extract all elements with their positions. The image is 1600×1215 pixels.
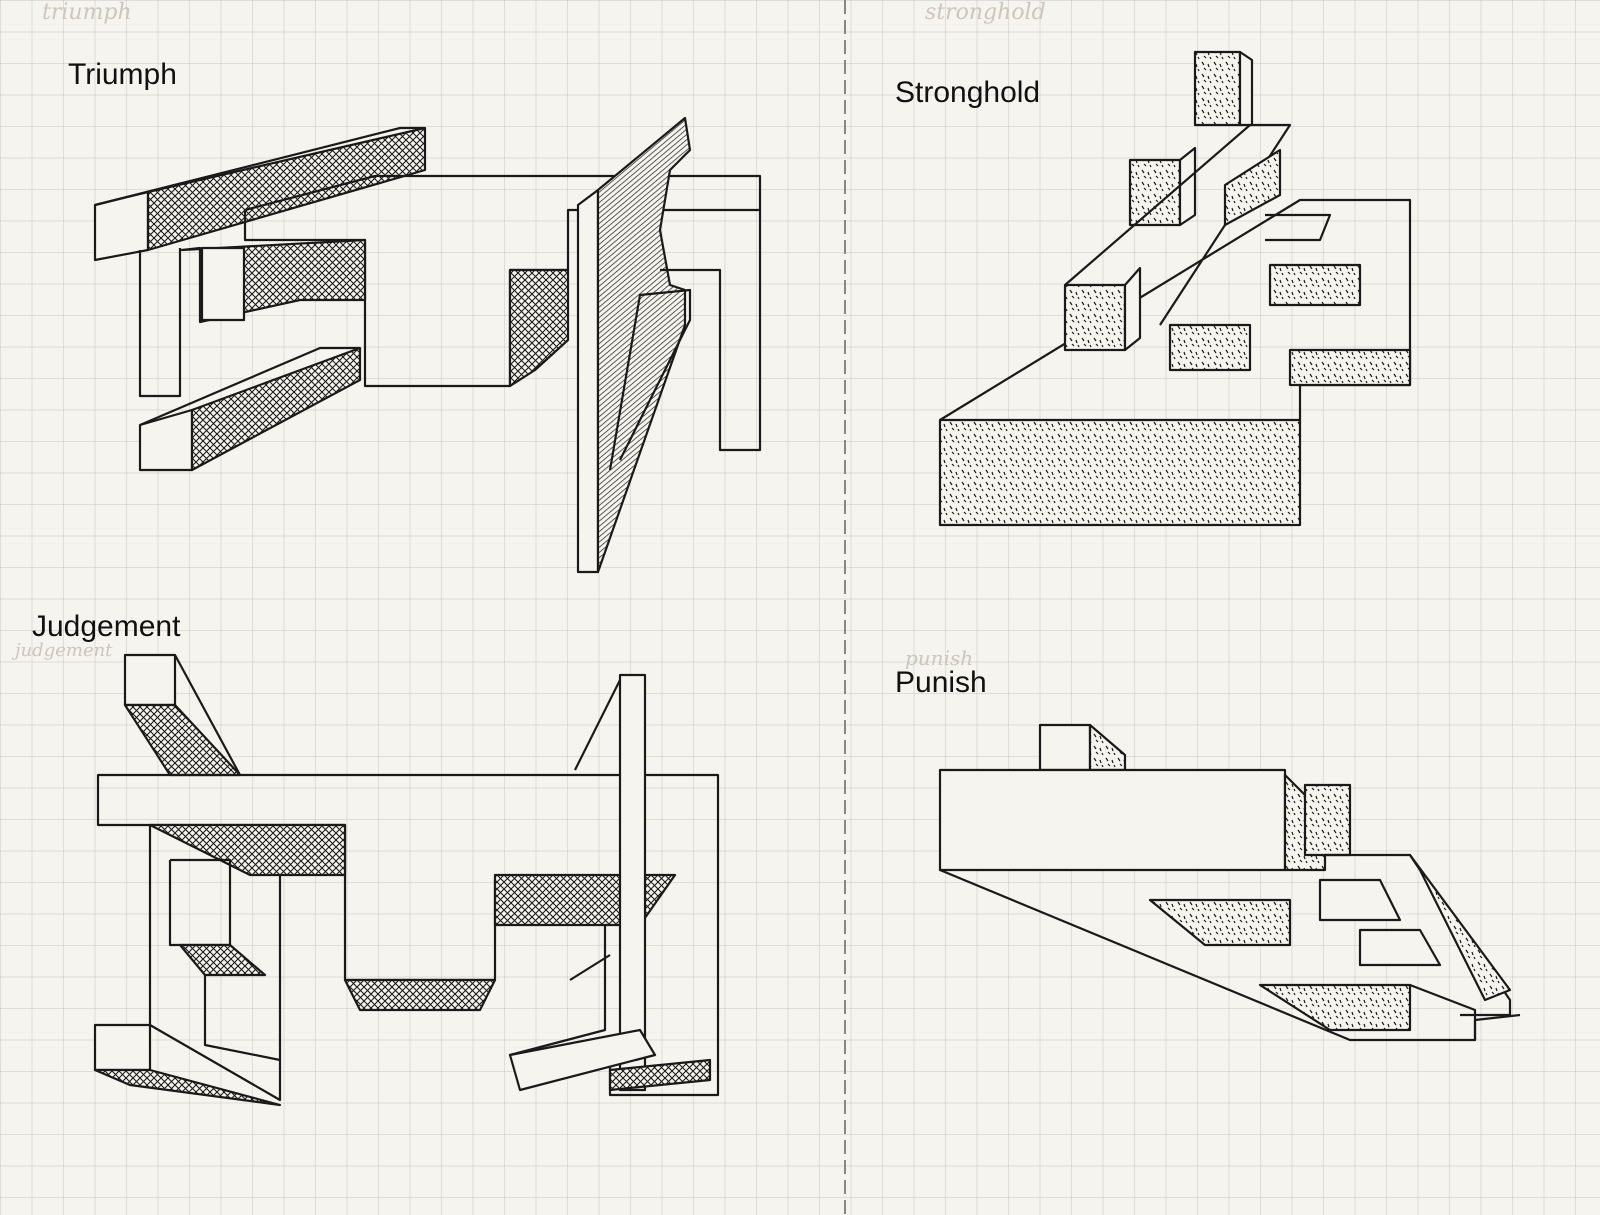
judgement-inner-shaded [148, 823, 347, 877]
judgement-mid-stroke [569, 954, 611, 981]
stronghold-tower-side [1238, 50, 1254, 127]
triumph-sketch [93, 116, 762, 574]
punish-top-cube [1038, 723, 1092, 772]
punish-arm-shaded [1408, 853, 1512, 1002]
triumph-right-frame [660, 210, 762, 452]
punish-edge [1409, 983, 1477, 1040]
faint-label-punish: punish [905, 646, 974, 670]
stronghold-front-block [1063, 283, 1127, 352]
judgement-post-top [123, 653, 177, 707]
judgement-step-lines [203, 975, 281, 1062]
triumph-beam-shaded [146, 126, 427, 252]
punish-cube-side [1088, 723, 1127, 772]
judgement-right-shaded [493, 873, 677, 927]
triumph-lower-bar-shaded [190, 346, 362, 472]
judgement-sketch [93, 653, 720, 1107]
judgement-post-side [174, 654, 241, 776]
judgement-bottom-shaded [343, 978, 497, 1012]
title-triumph: Triumph [68, 58, 177, 91]
stronghold-base-front [938, 418, 1302, 527]
triumph-plate-shaded [596, 116, 692, 574]
title-judgement: Judgement [32, 610, 181, 643]
judgement-leg-shaded [93, 1068, 282, 1107]
stronghold-recess-1 [1223, 148, 1282, 227]
judgement-post-shaded [123, 703, 242, 777]
stronghold-recess-3 [1168, 323, 1252, 372]
stronghold-recess-2 [1268, 263, 1362, 307]
punish-sketch [938, 723, 1521, 1042]
punish-stair-1 [1318, 878, 1402, 922]
stronghold-front-side [1123, 266, 1142, 352]
triumph-lower-bar-top [139, 346, 360, 427]
faint-label-judgement: judgement [15, 640, 113, 661]
triumph-inner-slot [608, 288, 692, 471]
punish-main-block [938, 768, 1287, 872]
title-stronghold: Stronghold [895, 76, 1041, 109]
judgement-tall-post [618, 673, 647, 1092]
punish-recess-1 [1148, 898, 1292, 947]
triumph-beam-top [94, 126, 425, 207]
punish-stair-2 [1358, 928, 1442, 967]
judgement-wedge-base [608, 1058, 712, 1092]
triumph-shadow-wedge [508, 268, 570, 388]
triumph-left-leg [138, 248, 182, 398]
judgement-post-edge [574, 679, 621, 771]
stronghold-sketch [938, 50, 1412, 527]
judgement-step-shaded [178, 943, 267, 977]
stronghold-base-top [939, 198, 1412, 421]
judgement-window [168, 858, 232, 947]
stronghold-tower-top [1193, 50, 1242, 127]
triumph-lower-bar [138, 408, 194, 472]
judgement-inner-frame [148, 825, 282, 1102]
title-punish: Punish [895, 666, 987, 699]
stronghold-notch [1265, 213, 1332, 242]
triumph-tall-plate [576, 188, 600, 574]
faint-label-triumph: triumph [42, 0, 132, 25]
punish-recess-2 [1258, 983, 1412, 1032]
triumph-window [200, 246, 246, 322]
judgement-wedge [508, 1028, 657, 1092]
punish-column [1303, 783, 1352, 857]
punish-right-arm [1325, 853, 1512, 1017]
stronghold-recess-4 [1288, 348, 1412, 387]
stronghold-mid-side [1178, 146, 1197, 227]
faint-label-stronghold: stronghold [925, 0, 1046, 25]
judgement-left-leg [93, 1023, 152, 1072]
